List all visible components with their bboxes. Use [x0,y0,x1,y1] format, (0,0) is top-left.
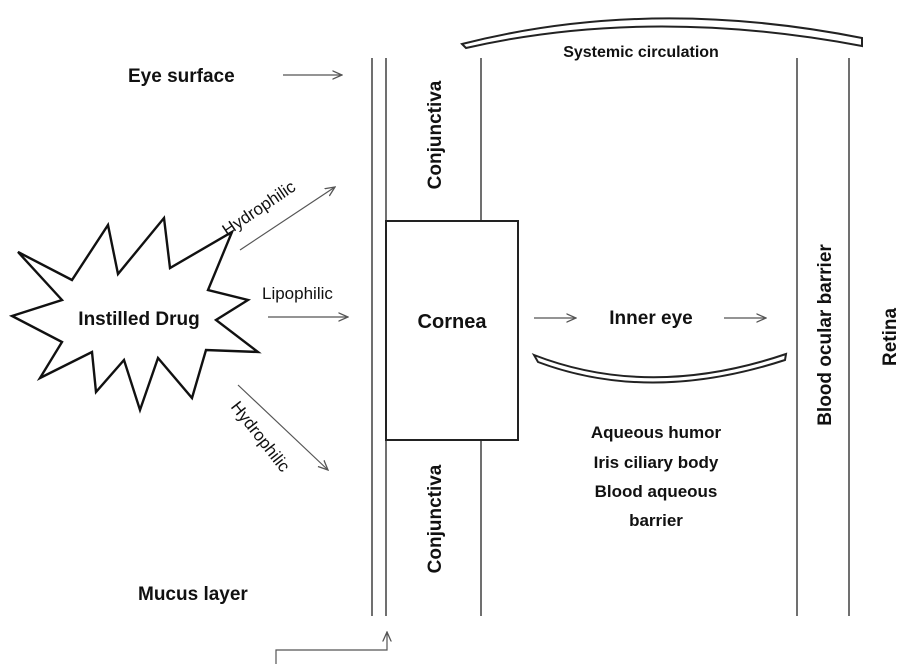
conjunctiva-bottom-label: Conjunctiva [425,464,446,573]
blood-ocular-barrier-label: Blood ocular barrier [815,244,836,426]
hydrophilic-top-label: Hydrophilic [219,177,300,240]
cornea-label: Cornea [418,311,488,333]
mucus-layer-label: Mucus layer [138,584,248,605]
inner-eye-label: Inner eye [609,308,692,329]
aqueous-humor-label: Aqueous humor [591,423,722,442]
cornea-box [385,220,519,441]
hydrophilic-bottom-arrow [237,384,328,470]
hydrophilic-bottom-label: Hydrophilic [227,398,294,476]
retina-label: Retina [880,308,901,367]
eye-surface-label: Eye surface [128,66,235,87]
iris-ciliary-body-label: Iris ciliary body [594,453,719,472]
conjunctiva-top-label: Conjunctiva [425,80,446,189]
lipophilic-label: Lipophilic [262,284,333,303]
inner-eye-curve [531,352,788,384]
systemic-circulation-curve [460,17,863,50]
blood-aqueous-label: Blood aqueous [595,482,718,501]
systemic-circulation-label: Systemic circulation [563,44,719,61]
instilled-drug-label: Instilled Drug [78,309,199,330]
instilled-drug-starburst [8,215,262,414]
barrier-label: barrier [629,511,683,530]
hydrophilic-top-arrow [239,187,335,251]
mucus-layer-bracket-arrow [275,632,387,664]
